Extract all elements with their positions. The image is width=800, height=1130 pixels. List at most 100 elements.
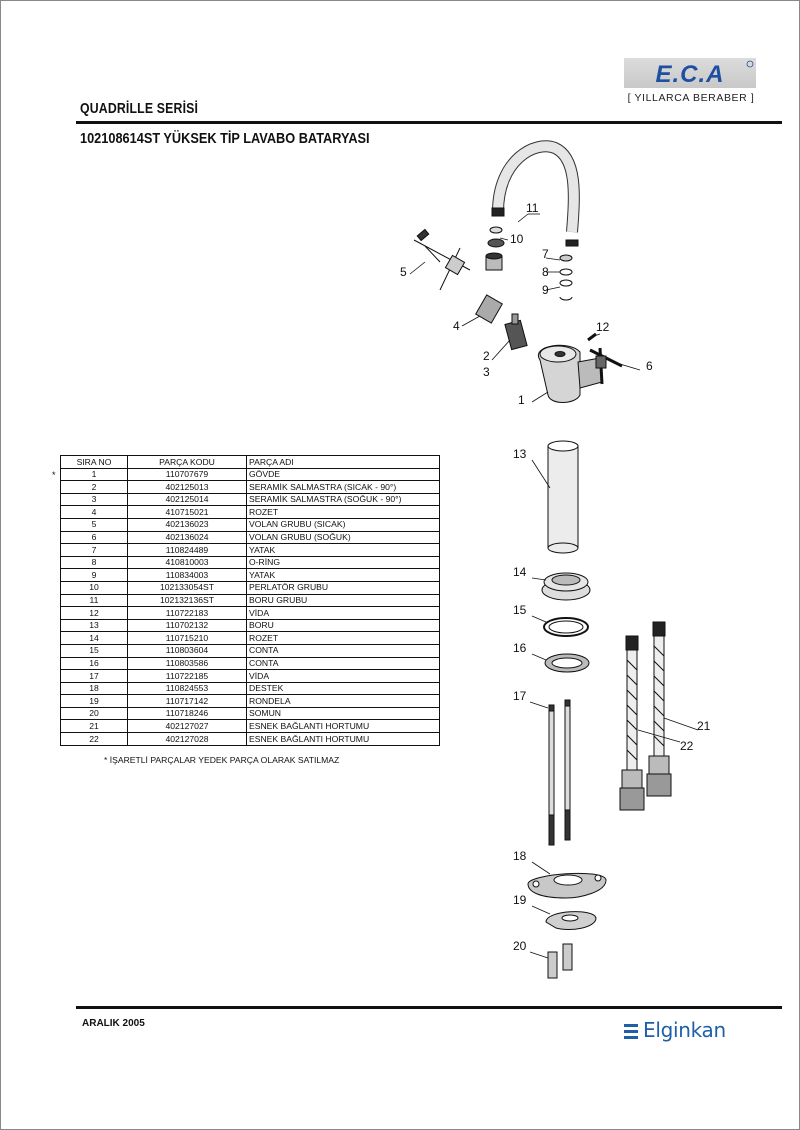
column-header-code: PARÇA KODU bbox=[127, 455, 247, 469]
nuts-20 bbox=[547, 943, 573, 979]
elginkan-mark-icon bbox=[624, 1024, 638, 1039]
callout-8: 8 bbox=[542, 265, 549, 279]
callout-22: 22 bbox=[680, 739, 694, 753]
rosette-14 bbox=[541, 572, 591, 601]
callout-19: 19 bbox=[513, 893, 527, 907]
cell-no: 2 bbox=[60, 480, 128, 494]
spare-parts-footnote: * İŞARETLİ PARÇALAR YEDEK PARÇA OLARAK S… bbox=[104, 755, 340, 765]
cell-code: 402136023 bbox=[127, 517, 247, 532]
hot-handle-group bbox=[413, 228, 471, 291]
cell-code: 110803586 bbox=[127, 656, 247, 671]
cell-name: CONTA bbox=[246, 656, 440, 671]
callout-6: 6 bbox=[646, 359, 653, 373]
cell-code: 110834003 bbox=[127, 568, 247, 582]
cell-name: BORU GRUBU bbox=[246, 593, 440, 608]
cell-no: 3 bbox=[60, 492, 128, 507]
series-title: QUADRİLLE SERİSİ bbox=[80, 100, 199, 117]
callout-18: 18 bbox=[513, 849, 527, 863]
cell-no: 4 bbox=[60, 505, 128, 519]
cell-code: 110715210 bbox=[127, 631, 247, 645]
ceramic-cartridge bbox=[504, 313, 528, 351]
elginkan-logo-text: Elginkan bbox=[643, 1018, 726, 1042]
cell-name: SERAMİK SALMASTRA (SICAK - 90°) bbox=[246, 480, 440, 494]
cell-code: 402125013 bbox=[127, 480, 247, 494]
header-divider bbox=[76, 121, 782, 124]
callout-5: 5 bbox=[400, 265, 407, 279]
cell-no: 14 bbox=[60, 631, 128, 645]
cell-no: 16 bbox=[60, 656, 128, 671]
callout-2: 2 bbox=[483, 349, 490, 363]
cell-name: VİDA bbox=[246, 669, 440, 683]
non-spare-marker: * bbox=[52, 470, 56, 480]
pipe-13 bbox=[547, 440, 579, 554]
cell-code: 402127027 bbox=[127, 719, 247, 734]
gasket-15-inner bbox=[548, 620, 584, 634]
cell-code: 402125014 bbox=[127, 492, 247, 507]
callout-3: 3 bbox=[483, 365, 490, 379]
cell-no: 9 bbox=[60, 568, 128, 582]
cell-name: VOLAN GRUBU (SICAK) bbox=[246, 517, 440, 532]
gasket-16-inner bbox=[551, 657, 583, 669]
cell-code: 110824489 bbox=[127, 543, 247, 557]
cold-handle-cross bbox=[589, 347, 623, 385]
body-part bbox=[537, 344, 603, 403]
cell-no: 1 bbox=[60, 467, 128, 482]
callout-11: 11 bbox=[526, 201, 539, 215]
callout-13: 13 bbox=[513, 447, 527, 461]
cell-no: 21 bbox=[60, 719, 128, 734]
callout-14: 14 bbox=[513, 565, 527, 579]
cell-name: GÖVDE bbox=[246, 467, 440, 482]
callout-4: 4 bbox=[453, 319, 460, 333]
callout-16: 16 bbox=[513, 641, 527, 655]
leader-lines bbox=[409, 213, 699, 959]
callout-21: 21 bbox=[697, 719, 711, 733]
callout-labels: 1 2 3 4 5 6 7 8 9 10 11 12 13 14 15 16 1… bbox=[400, 201, 711, 953]
cell-code: 110707679 bbox=[127, 467, 247, 482]
cell-code: 102132136ST bbox=[127, 593, 247, 608]
spout-pipe-group bbox=[491, 140, 580, 247]
aerator-group bbox=[485, 226, 505, 271]
cell-name: ESNEK BAĞLANTI HORTUMU bbox=[246, 719, 440, 734]
cell-code: 110717142 bbox=[127, 694, 247, 708]
cell-no: 6 bbox=[60, 530, 128, 545]
cell-name: VOLAN GRUBU (SOĞUK) bbox=[246, 530, 440, 545]
cell-name: VİDA bbox=[246, 606, 440, 620]
cell-no: 20 bbox=[60, 706, 128, 721]
studs-17 bbox=[548, 699, 571, 846]
cell-no: 8 bbox=[60, 555, 128, 570]
cell-no: 5 bbox=[60, 517, 128, 532]
eca-logo-text: E.C.A bbox=[655, 61, 724, 88]
cell-name: ESNEK BAĞLANTI HORTUMU bbox=[246, 732, 440, 746]
cell-name: YATAK bbox=[246, 568, 440, 582]
washer-19 bbox=[545, 911, 597, 931]
cell-code: 110722183 bbox=[127, 606, 247, 620]
cell-no: 15 bbox=[60, 643, 128, 658]
cell-no: 10 bbox=[60, 580, 128, 595]
cell-code: 102133054ST bbox=[127, 580, 247, 595]
eca-logo: E.C.A bbox=[624, 58, 756, 88]
cell-name: SOMUN bbox=[246, 706, 440, 721]
cell-no: 11 bbox=[60, 593, 128, 608]
column-header-no: SIRA NO bbox=[60, 455, 128, 469]
cell-no: 7 bbox=[60, 543, 128, 557]
callout-20: 20 bbox=[513, 939, 527, 953]
flex-hoses bbox=[619, 621, 672, 811]
cell-name: ROZET bbox=[246, 631, 440, 645]
column-header-name: PARÇA ADI bbox=[246, 455, 440, 469]
cell-name: O-RİNG bbox=[246, 555, 440, 570]
cell-name: RONDELA bbox=[246, 694, 440, 708]
cell-code: 402136024 bbox=[127, 530, 247, 545]
footer-divider bbox=[76, 1006, 782, 1009]
cell-name: BORU bbox=[246, 618, 440, 633]
callout-1: 1 bbox=[518, 393, 525, 407]
